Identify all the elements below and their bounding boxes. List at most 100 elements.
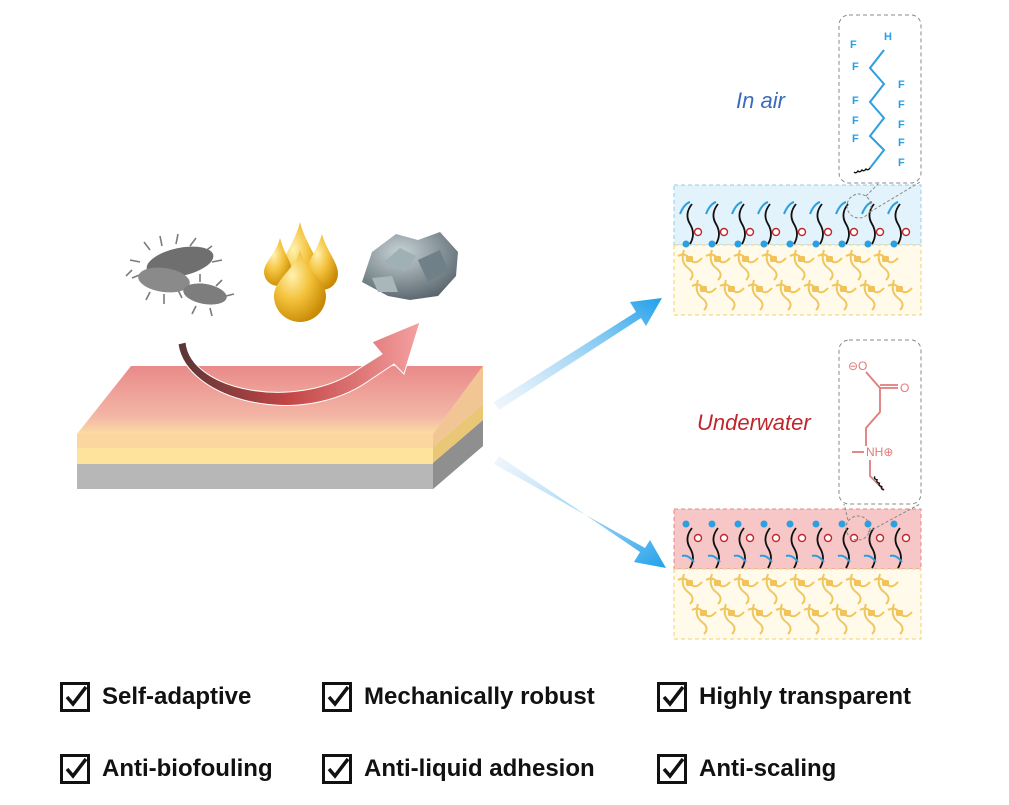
scale-crystal-icon	[362, 232, 458, 300]
feature-self-adaptive: Self-adaptive	[60, 682, 251, 712]
red-curved-arrow	[177, 321, 421, 406]
polymer-chain	[790, 203, 798, 245]
feature-mechanically-robust: Mechanically robust	[322, 682, 595, 712]
polymer-chain	[712, 203, 720, 245]
anion-dot	[812, 520, 820, 528]
atom-f: F	[898, 119, 905, 131]
air-zoom-line-left	[865, 183, 879, 197]
atom-f: F	[898, 79, 905, 91]
zwitterion-zoom-box	[838, 339, 922, 505]
fluoro-side-chain	[731, 201, 743, 215]
polymer-chain	[764, 527, 772, 569]
polymer-chain	[738, 203, 746, 245]
fluoro-side-chain	[809, 201, 821, 215]
polymer-chain	[842, 527, 850, 569]
zwitterion-group	[823, 533, 833, 543]
zwitterion-group	[797, 533, 807, 543]
anion-dot	[864, 520, 872, 528]
oil-droplets-icon	[264, 222, 338, 322]
atom-f: F	[898, 99, 905, 111]
polymer-chain	[686, 527, 694, 569]
air-surface-chains	[679, 201, 911, 248]
anion-dot	[734, 520, 742, 528]
zwitterion-group	[875, 533, 885, 543]
fluoro-side-chain	[887, 201, 899, 215]
zwitterion-group	[745, 227, 755, 237]
zwitterion-group	[875, 227, 885, 237]
zwitterion-group	[823, 227, 833, 237]
zwitterion-chain: ⊖O O NH⊕	[848, 359, 909, 491]
fluoro-side-chain	[759, 554, 773, 563]
anion-dot	[890, 520, 898, 528]
anion-dot	[812, 240, 820, 248]
checkbox-checked-icon	[60, 682, 90, 712]
in-air-panel: H F F F F F F F F F F	[673, 14, 922, 316]
polymer-chain	[894, 527, 902, 569]
fluoro-side-chain	[785, 554, 799, 563]
fluoro-side-chain	[733, 554, 747, 563]
checkbox-checked-icon	[322, 754, 352, 784]
anion-dot	[708, 240, 716, 248]
anion-dot	[838, 520, 846, 528]
feature-anti-biofouling: Anti-biofouling	[60, 754, 273, 784]
anion-dot	[838, 240, 846, 248]
slab-substrate-side	[433, 404, 483, 463]
air-zoom-circle	[846, 193, 872, 219]
fluoro-side-chain	[705, 201, 717, 215]
feature-label: Anti-liquid adhesion	[364, 755, 595, 782]
feature-label: Anti-scaling	[699, 755, 837, 782]
feature-label: Anti-biofouling	[102, 755, 273, 782]
fluoro-zoom-box	[838, 14, 922, 184]
atom-f: F	[852, 115, 859, 127]
slab-base-side	[433, 420, 483, 489]
zwitterion-group	[849, 227, 859, 237]
fluoro-side-chain	[679, 201, 691, 215]
atom-f: F	[852, 61, 859, 73]
arrow-to-in-air	[494, 298, 662, 410]
polymer-chain	[842, 203, 850, 245]
zwitterion-group	[797, 227, 807, 237]
anion-dot	[708, 520, 716, 528]
zwitterion-group	[719, 533, 729, 543]
zwitterion-group	[719, 227, 729, 237]
zwitterion-group	[745, 533, 755, 543]
atom-f: F	[850, 39, 857, 51]
ammonium-label: NH⊕	[866, 445, 893, 459]
checkbox-checked-icon	[657, 682, 687, 712]
fluoro-side-chain	[889, 554, 903, 563]
feature-anti-liquid-adhesion: Anti-liquid adhesion	[322, 754, 595, 784]
atom-f: F	[852, 133, 859, 145]
zwitterion-group	[693, 533, 703, 543]
coated-slab	[77, 366, 483, 489]
zwitterion-group	[901, 227, 911, 237]
underwater-label: Underwater	[697, 410, 811, 435]
fluoro-side-chain	[835, 201, 847, 215]
anion-dot	[760, 240, 768, 248]
feature-anti-scaling: Anti-scaling	[657, 754, 836, 784]
feature-highly-transparent: Highly transparent	[657, 682, 911, 712]
checkbox-checked-icon	[657, 754, 687, 784]
anion-dot	[890, 240, 898, 248]
feature-label: Self-adaptive	[102, 683, 252, 710]
anion-dot	[760, 520, 768, 528]
checkbox-checked-icon	[322, 682, 352, 712]
atom-f: F	[852, 95, 859, 107]
slab-base-layer	[77, 463, 433, 489]
fluoro-side-chain	[707, 554, 721, 563]
bacteria-icon	[125, 233, 235, 317]
polymer-chain	[894, 203, 902, 245]
polymer-chain	[816, 203, 824, 245]
fluorinated-chain: H F F F F F F F F F F	[850, 31, 905, 174]
anion-dot	[786, 520, 794, 528]
anion-dot	[864, 240, 872, 248]
checkbox-checked-icon	[60, 754, 90, 784]
zwitterion-group	[693, 227, 703, 237]
fluoro-side-chain	[757, 201, 769, 215]
water-zoom-line-left	[843, 503, 849, 521]
polymer-chain	[764, 203, 772, 245]
arrow-to-underwater	[494, 456, 666, 568]
zwitterion-group	[771, 533, 781, 543]
anion-dot	[786, 240, 794, 248]
in-air-label: In air	[736, 88, 785, 113]
polymer-chain	[738, 527, 746, 569]
